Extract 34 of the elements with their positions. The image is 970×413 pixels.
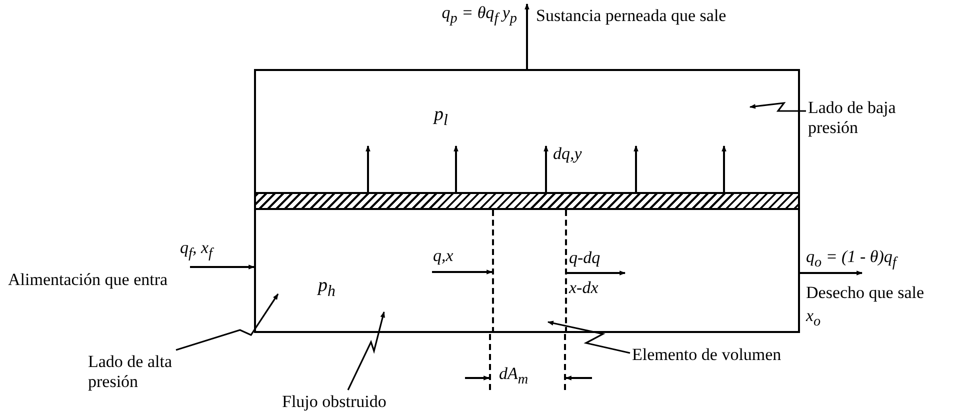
callout-text: Flujo obstruido bbox=[282, 392, 386, 412]
flow-arrow bbox=[722, 145, 726, 192]
volume-element bbox=[492, 210, 567, 333]
flow-arrow bbox=[454, 145, 458, 192]
edge-label: q$_{o}$ = (1 - θ)q$_{f}$ bbox=[806, 247, 896, 272]
flow-arrow bbox=[634, 145, 638, 192]
pressure-symbol: p$_{h}$ bbox=[318, 276, 336, 302]
leader-line bbox=[347, 311, 385, 390]
flow-arrow bbox=[366, 145, 370, 192]
callout-text: Lado de alta presión bbox=[88, 352, 198, 392]
leader-line bbox=[749, 102, 806, 112]
leader-line bbox=[176, 294, 279, 351]
high-pressure-chamber bbox=[254, 210, 800, 333]
callout-text: Elemento de volumen bbox=[632, 345, 782, 365]
flow-arrow bbox=[800, 270, 863, 276]
edge-label: q$_{f}$, x$_{f}$ bbox=[180, 238, 212, 264]
stream-label: Sustancia perneada que sale bbox=[536, 6, 726, 26]
callout-text: Lado de baja presión bbox=[808, 98, 908, 138]
membrane bbox=[254, 192, 800, 210]
edge-label: q,x bbox=[433, 246, 454, 266]
stream-label: Alimentación que entra bbox=[8, 270, 168, 290]
pressure-symbol: p$_{l}$ bbox=[434, 105, 448, 131]
composition-symbol: x$_{o}$ bbox=[806, 306, 821, 332]
flow-arrow bbox=[432, 270, 493, 274]
flow-arrow bbox=[567, 270, 626, 276]
dimension-label: dA$_{m}$ bbox=[499, 364, 528, 390]
flow-arrow bbox=[524, 3, 530, 69]
flow-arrow bbox=[544, 145, 548, 192]
flow-arrow bbox=[190, 264, 255, 270]
edge-label: q$_{p}$ = θq$_{f}$ y$_{p}$ bbox=[440, 2, 517, 28]
leader-line bbox=[547, 320, 630, 354]
edge-label: dq,y bbox=[553, 144, 582, 164]
edge-label: q-dq x-dx bbox=[569, 247, 602, 299]
stream-label: Desecho que sale bbox=[806, 283, 924, 303]
